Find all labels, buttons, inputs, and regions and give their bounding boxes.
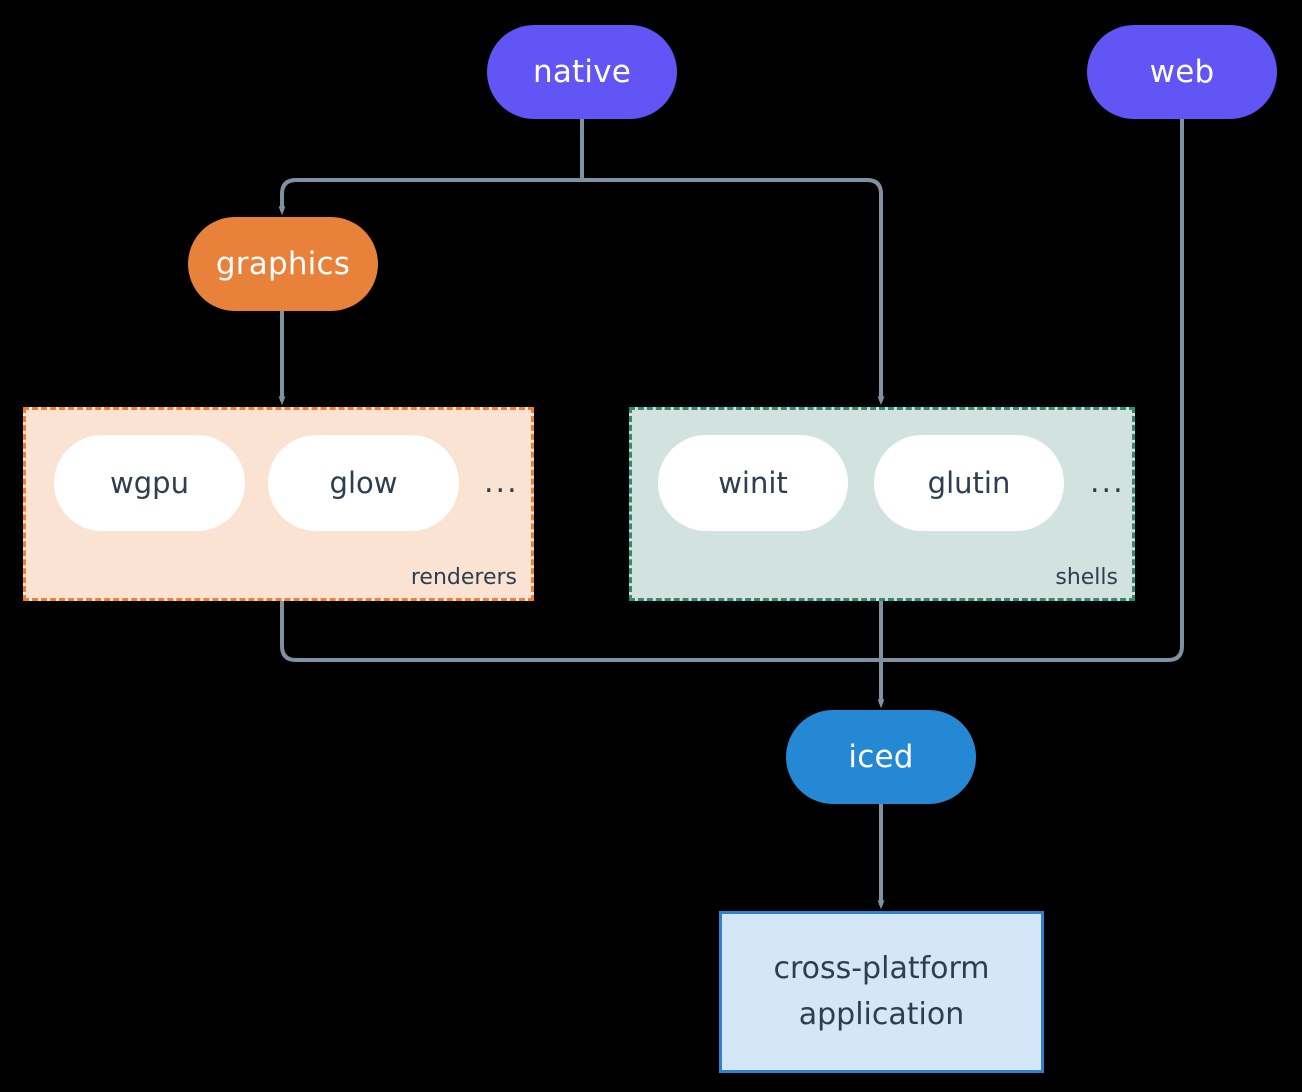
node-graphics-label: graphics [215, 246, 351, 282]
ellipsis-icon-shells: ... [1090, 465, 1125, 500]
node-application-line-2: application [798, 997, 965, 1032]
ellipsis-icon-renderers: ... [484, 465, 519, 500]
edge-web-to-iced [881, 119, 1184, 662]
group-renderers-label: renderers [410, 565, 517, 590]
node-iced[interactable]: iced [786, 710, 976, 804]
node-web[interactable]: web [1087, 25, 1277, 119]
leaf-node-glutin-label: glutin [927, 466, 1011, 500]
leaf-node-glow[interactable]: glow [268, 435, 459, 531]
node-application[interactable]: cross-platform application [719, 911, 1044, 1073]
node-web-label: web [1149, 54, 1215, 90]
edge-renderers-to-iced [280, 601, 881, 662]
edge-native-to-graphics [278, 178, 582, 216]
edge-native-to-shells [582, 178, 885, 406]
leaf-node-wgpu[interactable]: wgpu [54, 435, 245, 531]
group-shells: winit glutin ... shells [629, 407, 1135, 601]
group-shells-label: shells [1055, 565, 1118, 590]
node-iced-label: iced [848, 739, 914, 775]
node-graphics[interactable]: graphics [188, 217, 378, 311]
node-native[interactable]: native [487, 25, 677, 119]
leaf-node-glutin[interactable]: glutin [874, 435, 1064, 531]
node-native-label: native [532, 54, 632, 90]
leaf-node-glow-label: glow [329, 466, 398, 500]
leaf-node-winit-label: winit [718, 466, 788, 500]
leaf-node-winit[interactable]: winit [658, 435, 848, 531]
node-application-label: cross-platform application [773, 946, 989, 1039]
node-application-line-1: cross-platform [773, 950, 990, 986]
group-renderers: wgpu glow ... renderers [23, 407, 534, 601]
leaf-node-wgpu-label: wgpu [110, 466, 189, 500]
